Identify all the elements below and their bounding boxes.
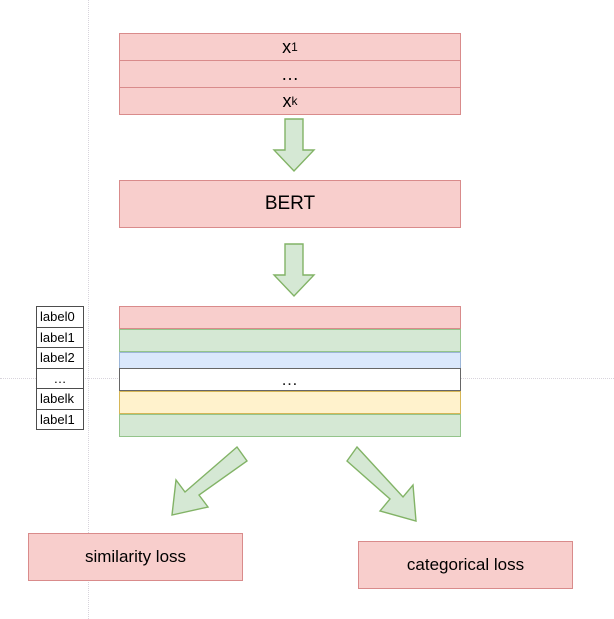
similarity-loss-label: similarity loss — [84, 547, 187, 566]
vertical-guide-line — [88, 0, 89, 619]
categorical-loss-label: categorical loss — [406, 555, 525, 574]
input-token-label-1: … — [281, 63, 299, 84]
arrow-embeddings-to-similarity-loss-icon — [171, 445, 248, 516]
embedding-row-0 — [119, 306, 461, 329]
embedding-ellipsis-label: … — [281, 369, 299, 389]
arrow-bert-to-embeddings-icon — [272, 243, 316, 298]
bert-encoder-box: BERT — [119, 180, 461, 228]
input-token-label-0: x — [282, 36, 292, 57]
input-token-subscript-0: 1 — [291, 40, 298, 54]
bert-encoder-label: BERT — [264, 193, 316, 214]
embedding-row-5 — [119, 414, 461, 437]
input-token-row-1: … — [119, 60, 461, 88]
input-token-subscript-2: k — [291, 94, 298, 108]
embedding-row-4 — [119, 391, 461, 414]
label-cell-ellipsis: … — [36, 367, 84, 389]
label-column: label0 label1 label2 … labelk label1 — [36, 306, 84, 430]
arrow-embeddings-to-categorical-loss-icon — [346, 445, 417, 522]
categorical-loss-box: categorical loss — [358, 541, 573, 589]
label-cell-4: labelk — [36, 388, 84, 410]
similarity-loss-box: similarity loss — [28, 533, 243, 581]
arrow-tokens-to-bert-icon — [272, 118, 316, 173]
input-token-label-2: x — [282, 90, 292, 111]
embedding-row-ellipsis: … — [119, 368, 461, 391]
label-cell-0: label0 — [36, 306, 84, 328]
label-cell-5: label1 — [36, 408, 84, 430]
embedding-row-1 — [119, 329, 461, 352]
label-cell-1: label1 — [36, 326, 84, 348]
label-cell-2: label2 — [36, 347, 84, 369]
